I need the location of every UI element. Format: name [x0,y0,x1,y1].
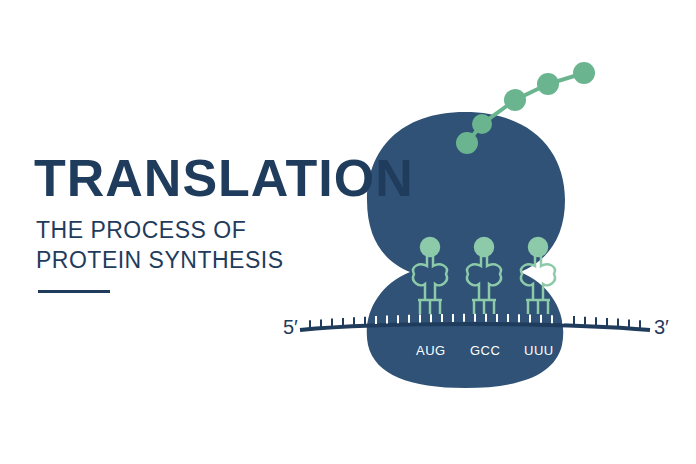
title: TRANSLATION [34,148,414,208]
codon-label: AUG [416,343,446,358]
subtitle: THE PROCESS OF PROTEIN SYNTHESIS [36,215,306,275]
end-label: 3′ [654,316,669,339]
mrna-strand [300,324,650,330]
codon-label: UUU [524,343,554,358]
underline-bar [38,290,110,293]
nucleotide-ticks [310,314,640,328]
amino-acid [456,62,595,154]
trna [413,238,555,314]
end-label: 5′ [283,316,298,339]
codon-label: GCC [470,343,500,358]
peptide-bond [467,73,584,143]
